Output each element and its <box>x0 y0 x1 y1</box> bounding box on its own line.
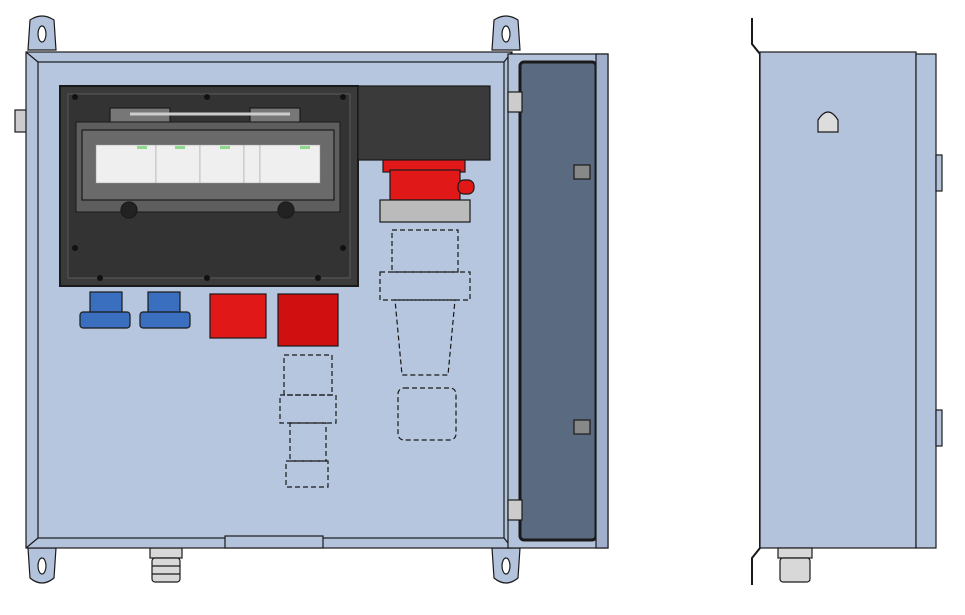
plug-outline-2 <box>379 229 471 441</box>
plug-outline-1 <box>279 354 337 488</box>
front-view <box>14 15 609 584</box>
open-door <box>507 53 609 549</box>
side-view <box>751 18 943 585</box>
mounting-lug-top-left <box>27 15 57 51</box>
blue-socket-1 <box>79 291 131 329</box>
red-socket-1 <box>209 293 267 339</box>
mounting-lug-top-right <box>491 15 521 51</box>
breaker-panel <box>59 85 359 287</box>
red-socket-3 <box>379 159 475 223</box>
side-latch <box>817 111 839 133</box>
mounting-lug-bottom-right <box>491 547 521 584</box>
mounting-lug-bottom-left <box>27 547 57 584</box>
side-cable-gland <box>777 547 813 583</box>
socket-housing <box>357 85 491 161</box>
blue-socket-2 <box>139 291 191 329</box>
cable-gland <box>149 547 183 583</box>
side-body <box>759 51 917 549</box>
side-door <box>915 53 937 549</box>
latch-left <box>14 109 28 133</box>
circuit-breakers <box>95 144 321 184</box>
red-socket-2 <box>277 293 339 347</box>
